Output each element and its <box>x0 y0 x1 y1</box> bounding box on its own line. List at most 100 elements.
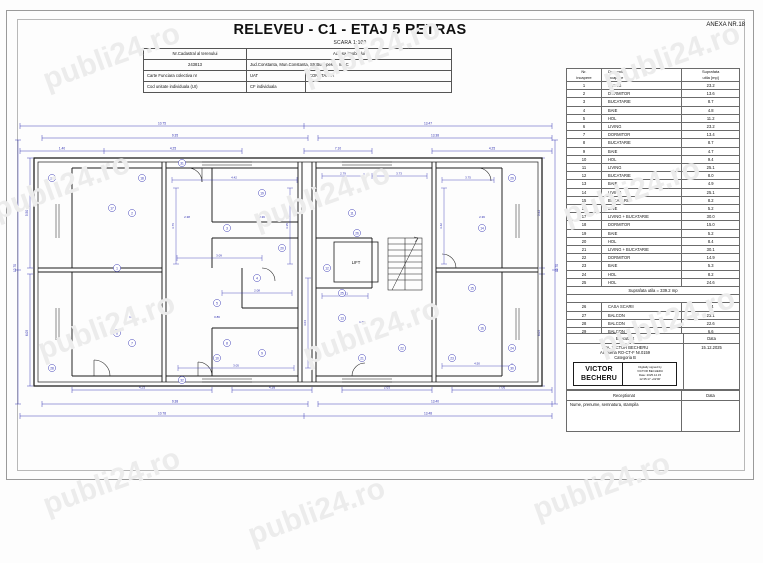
executant-name: PFA. VICTOR BECHERU <box>601 345 649 350</box>
cod-ui-label: Cod unitate individuala (UI) <box>143 81 247 93</box>
svg-text:3.09: 3.09 <box>216 254 222 258</box>
room-name: BAIE <box>600 105 683 115</box>
room-marker-circle <box>508 364 516 372</box>
room-marker-circle <box>213 354 221 362</box>
room-marker-label: 8 <box>226 341 228 345</box>
room-marker-label: 22 <box>400 346 404 350</box>
room-marker-label: 4 <box>256 276 258 280</box>
room-number: 21 <box>566 245 602 255</box>
room-marker-label: 24 <box>510 346 514 350</box>
room-name: LIVING + BUCATARIE <box>600 212 683 222</box>
room-number: 8 <box>566 138 602 148</box>
room-number: 6 <box>566 122 602 132</box>
svg-text:12.70: 12.70 <box>13 264 17 272</box>
room-marker-circle <box>258 189 266 197</box>
table-row: Carte Funciara colectiva nr UAT CONSTANT… <box>143 70 452 82</box>
room-marker-circle <box>113 264 121 272</box>
room-name: BALCON <box>600 318 683 329</box>
room-number: 12 <box>566 171 602 181</box>
watermark-11: publi24.ro <box>243 471 390 552</box>
room-name: BALCON <box>600 310 683 320</box>
receptionat-header: Receptionat <box>566 390 682 401</box>
room-name: HOL <box>600 113 683 124</box>
svg-text:3.73: 3.73 <box>396 172 402 176</box>
room-area: 30.1 <box>681 245 740 255</box>
executant-signature-table: Executant Data PFA. VICTOR BECHERU Aut.S… <box>565 333 740 390</box>
svg-text:5.42: 5.42 <box>537 210 541 216</box>
room-number: 2 <box>566 89 602 99</box>
room-number: 9 <box>566 146 602 156</box>
room-area: 5.3 <box>681 261 740 271</box>
svg-text:0.86: 0.86 <box>214 315 220 319</box>
room-name: BUCATARIE <box>600 97 683 107</box>
room-area: 9.4 <box>681 154 740 165</box>
room-name: DORMITOR <box>600 89 683 99</box>
svg-text:9.35: 9.35 <box>172 134 178 138</box>
room-area: 22.6 <box>681 318 740 329</box>
svg-text:5.50: 5.50 <box>25 210 29 216</box>
room-number: 23 <box>566 261 602 271</box>
room-number: 5 <box>566 113 602 124</box>
room-marker-label: 2 <box>131 211 133 215</box>
lift-label: LIFT <box>352 260 361 265</box>
room-area: 14.9 <box>681 253 740 263</box>
room-number: 10 <box>566 154 602 165</box>
table-row: Receptionat Data <box>566 390 741 401</box>
room-number: 22 <box>566 253 602 263</box>
room-name: DORMITOR <box>600 130 683 140</box>
svg-text:13.48: 13.48 <box>424 412 432 416</box>
svg-text:13.38: 13.38 <box>431 134 439 138</box>
room-marker-label: 32 <box>180 378 184 382</box>
room-marker-circle <box>108 204 116 212</box>
room-marker-label: 31 <box>180 161 184 165</box>
svg-text:4.25: 4.25 <box>139 386 145 390</box>
subtotal-row: Suprafata utila = 339.2 mp <box>566 286 740 296</box>
room-marker-circle <box>128 339 136 347</box>
table-row: Nr.Cadastral al terenului Adresa imobilu… <box>143 48 452 60</box>
room-marker-label: 18 <box>140 176 144 180</box>
svg-text:13.40: 13.40 <box>431 400 439 404</box>
room-name: LIVING <box>600 187 683 197</box>
room-marker-label: 21 <box>360 356 364 360</box>
room-marker-label: 13 <box>340 316 344 320</box>
room-name: BUCATARIE <box>600 138 683 148</box>
room-marker-circle <box>508 174 516 182</box>
room-marker-circle <box>253 274 261 282</box>
room-area: 30.0 <box>681 212 740 222</box>
room-area: 4.8 <box>681 105 740 115</box>
svg-text:3.76: 3.76 <box>171 223 175 229</box>
room-marker-circle <box>48 174 56 182</box>
svg-text:7.10: 7.10 <box>335 147 341 151</box>
cf-individuala-label: CF individuala <box>246 81 306 93</box>
drawing-scale: SCARA 1:100 <box>333 40 367 46</box>
room-area: 8.2 <box>681 195 740 206</box>
svg-text:3.75: 3.75 <box>465 176 471 180</box>
svg-text:2.38: 2.38 <box>184 215 190 219</box>
drawing-sheet-border <box>6 10 754 480</box>
room-area: 11.2 <box>681 113 740 124</box>
room-area: 8.7 <box>681 138 740 148</box>
room-marker-label: 7 <box>131 341 133 345</box>
room-name: BUCATARIE <box>600 195 683 206</box>
room-area: 25.1 <box>681 163 740 173</box>
room-number: 11 <box>566 163 602 173</box>
room-marker-label: 16 <box>480 326 484 330</box>
room-marker-circle <box>508 344 516 352</box>
room-name: HOL <box>600 154 683 165</box>
room-marker-label: 27 <box>50 176 54 180</box>
room-marker-label: 15 <box>470 286 474 290</box>
